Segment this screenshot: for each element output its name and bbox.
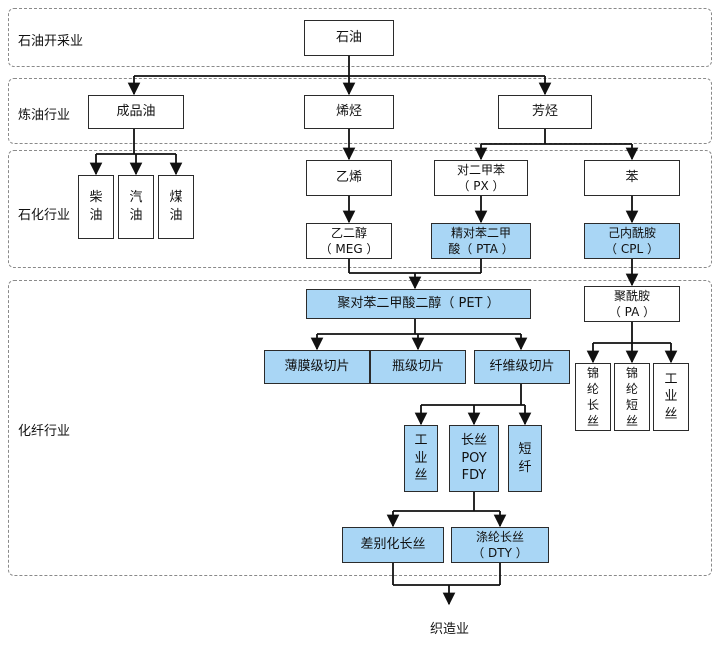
weaving-label: 织造业: [430, 622, 470, 637]
sector-oil-extraction: [8, 8, 712, 67]
node-crude-oil: 石油: [304, 20, 394, 56]
node-film-chips-label: 薄膜级切片: [284, 358, 350, 374]
node-kerosene: 煤 油: [158, 175, 194, 239]
node-pet-label: 聚对苯二甲酸二醇（ PET ）: [337, 295, 500, 311]
node-diesel-label: 柴 油: [89, 190, 103, 223]
node-differential-filament: 差别化长丝: [342, 527, 444, 563]
sector-label-chemical-fiber: 化纤行业: [18, 424, 71, 439]
node-industrial-yarn-label: 工 业 丝: [414, 433, 428, 484]
node-nylon-staple: 锦 纶 短 丝: [614, 363, 650, 431]
node-meg: 乙二醇 （ MEG ）: [306, 223, 392, 259]
node-bottle-chips-label: 瓶级切片: [391, 358, 444, 374]
node-pta: 精对苯二甲 酸（ PTA ）: [431, 223, 531, 259]
node-ethylene-label: 乙烯: [335, 169, 362, 185]
node-aromatics: 芳烃: [498, 95, 592, 129]
node-crude-oil-label: 石油: [335, 29, 362, 45]
node-fiber-chips: 纤维级切片: [474, 350, 570, 384]
node-kerosene-label: 煤 油: [169, 190, 183, 223]
node-cpl-label: 己内酰胺 （ CPL ）: [605, 225, 659, 256]
node-gasoline-label: 汽 油: [129, 190, 143, 223]
node-diesel: 柴 油: [78, 175, 114, 239]
node-benzene: 苯: [584, 160, 680, 196]
node-industrial-yarn-pa: 工 业 丝: [653, 363, 689, 431]
node-pta-label: 精对苯二甲 酸（ PTA ）: [448, 225, 514, 256]
node-paraxylene: 对二甲苯 （ PX ）: [434, 160, 528, 196]
node-pa: 聚酰胺 （ PA ）: [584, 286, 680, 322]
node-filament-poy-fdy-label: 长丝 POY FDY: [460, 433, 487, 484]
node-olefins: 烯烃: [304, 95, 394, 129]
node-pet: 聚对苯二甲酸二醇（ PET ）: [306, 289, 531, 319]
node-meg-label: 乙二醇 （ MEG ）: [319, 225, 379, 256]
node-aromatics-label: 芳烃: [531, 103, 558, 119]
node-polyester-dty-label: 涤纶长丝 （ DTY ）: [472, 529, 528, 560]
sector-label-refining: 炼油行业: [18, 108, 71, 123]
node-nylon-staple-label: 锦 纶 短 丝: [625, 365, 638, 429]
node-staple-fiber-label: 短 纤: [518, 441, 532, 475]
node-olefins-label: 烯烃: [335, 103, 362, 119]
node-benzene-label: 苯: [625, 169, 639, 185]
node-industrial-yarn-pa-label: 工 业 丝: [664, 371, 678, 422]
node-film-chips: 薄膜级切片: [264, 350, 370, 384]
node-industrial-yarn: 工 业 丝: [404, 425, 438, 492]
node-filament-poy-fdy: 长丝 POY FDY: [449, 425, 499, 492]
node-refined-oil-label: 成品油: [116, 103, 156, 119]
node-nylon-filament: 锦 纶 长 丝: [575, 363, 611, 431]
node-pa-label: 聚酰胺 （ PA ）: [608, 288, 656, 319]
sector-label-oil-extraction: 石油开采业: [18, 34, 84, 49]
sector-refining: [8, 78, 712, 144]
node-cpl: 己内酰胺 （ CPL ）: [584, 223, 680, 259]
node-paraxylene-label: 对二甲苯 （ PX ）: [456, 162, 505, 193]
node-gasoline: 汽 油: [118, 175, 154, 239]
node-differential-filament-label: 差别化长丝: [360, 536, 426, 552]
node-staple-fiber: 短 纤: [508, 425, 542, 492]
node-refined-oil: 成品油: [88, 95, 184, 129]
node-nylon-filament-label: 锦 纶 长 丝: [586, 365, 599, 429]
sector-chemical-fiber: [8, 280, 712, 576]
node-ethylene: 乙烯: [306, 160, 392, 196]
sector-petrochemical: [8, 150, 712, 268]
node-polyester-dty: 涤纶长丝 （ DTY ）: [451, 527, 549, 563]
node-fiber-chips-label: 纤维级切片: [489, 358, 555, 374]
sector-label-petrochemical: 石化行业: [18, 208, 71, 223]
node-bottle-chips: 瓶级切片: [370, 350, 466, 384]
